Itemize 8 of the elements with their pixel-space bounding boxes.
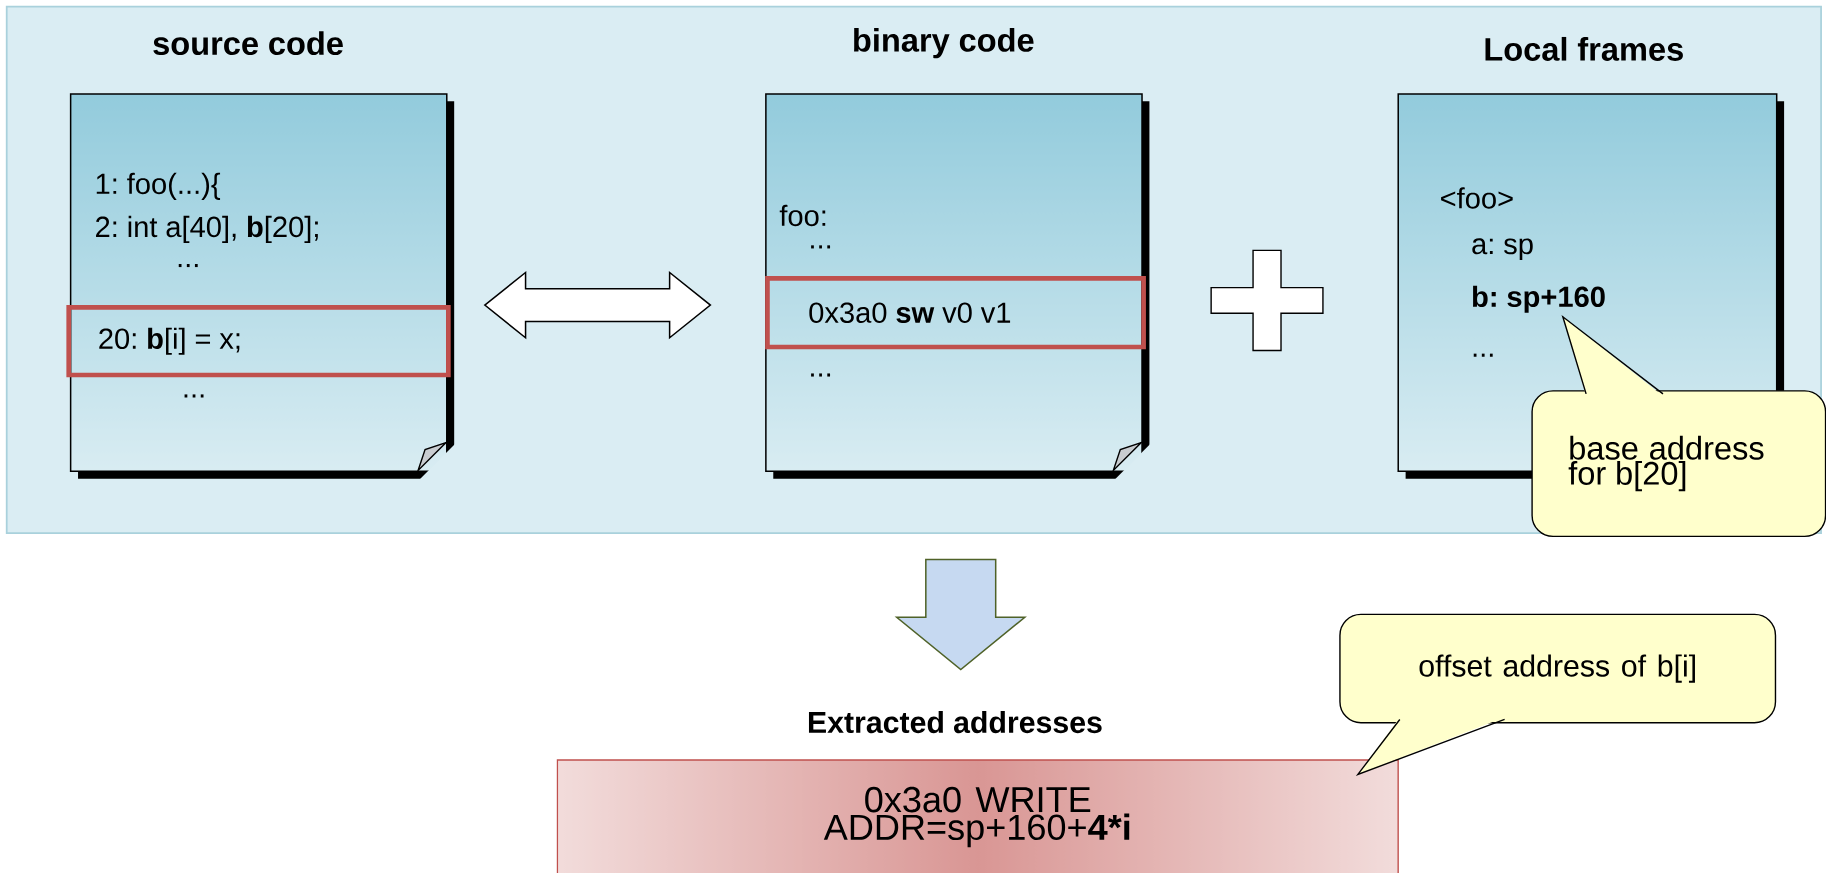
heading: binary code bbox=[854, 27, 1034, 59]
plus-sign bbox=[1210, 249, 1324, 352]
heading: source code bbox=[153, 30, 343, 55]
result-box: 0x3a0 WRITE ADDR=sp+160+4*i bbox=[556, 759, 1399, 873]
heading: Local frames bbox=[1485, 36, 1683, 61]
heading: Extracted addresses bbox=[808, 710, 1102, 733]
block-arrow bbox=[894, 558, 1027, 671]
callout-bubble: offset address of b[i] bbox=[1339, 613, 1777, 776]
